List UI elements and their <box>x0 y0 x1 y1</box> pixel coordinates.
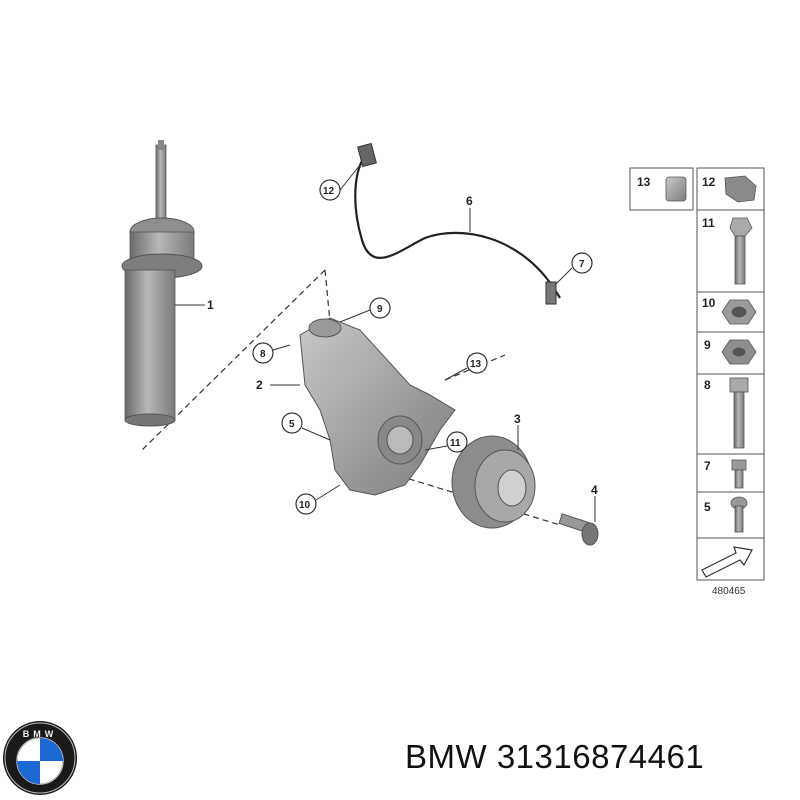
circled-callouts <box>252 179 593 515</box>
callout-1: 1 <box>207 298 214 312</box>
panel-label-12: 12 <box>702 175 716 189</box>
brand-name: BMW <box>405 738 488 775</box>
shock-absorber <box>121 140 203 427</box>
callout-12-circled: 12 <box>323 186 335 197</box>
panel-label-13: 13 <box>637 175 651 189</box>
hub-bolt <box>558 513 599 546</box>
panel-label-5: 5 <box>704 500 711 514</box>
callout-2: 2 <box>256 378 263 392</box>
callout-3: 3 <box>514 412 521 426</box>
circled-callout-leaders <box>272 164 573 501</box>
panel-label-8: 8 <box>704 378 711 392</box>
callout-6: 6 <box>466 194 473 208</box>
panel-label-9: 9 <box>704 338 711 352</box>
svg-text:BMW: BMW <box>23 729 58 739</box>
bmw-logo: BMW <box>3 721 77 795</box>
callout-9-circled: 9 <box>377 304 383 315</box>
panel-label-7: 7 <box>704 459 711 473</box>
part-caption: BMW 31316874461 <box>405 738 704 788</box>
reference-number: 480465 <box>712 586 746 597</box>
callout-7-circled: 7 <box>579 259 585 270</box>
wheel-hub <box>451 435 536 529</box>
panel-part-icons <box>665 175 757 578</box>
callout-10-circled: 10 <box>299 500 311 511</box>
part-number: 31316874461 <box>496 738 705 775</box>
callout-8-circled: 8 <box>260 349 266 360</box>
callout-11-circled: 11 <box>450 438 461 449</box>
panel-label-10: 10 <box>702 296 716 310</box>
callout-5-circled: 5 <box>289 419 295 430</box>
callout-4: 4 <box>591 483 598 497</box>
steering-knuckle <box>299 317 456 496</box>
panel-label-11: 11 <box>702 216 715 230</box>
speed-sensor-cable <box>354 142 561 305</box>
callout-13-circled: 13 <box>470 359 482 370</box>
